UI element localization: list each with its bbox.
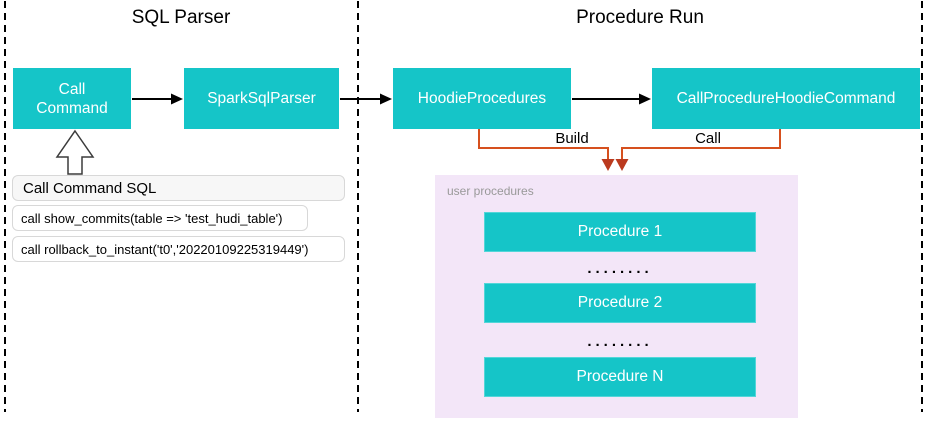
sql-card-header: Call Command SQL [12,175,345,201]
procedure-box: Procedure N [484,357,756,397]
procedure-box: Procedure 1 [484,212,756,252]
arrowhead-icon [639,93,651,105]
user-procedures-panel: user procedures Procedure 1 ........ Pro… [435,175,798,418]
callprocedurehoodiecommand-node: CallProcedureHoodieCommand [652,68,920,129]
callprocedurehoodiecommand-label: CallProcedureHoodieCommand [676,90,896,107]
down-arrowhead-icon [601,159,615,171]
sql-parser-title: SQL Parser [131,7,231,28]
procedure-run-title: Procedure Run [576,7,704,28]
arrow-callcommand-to-sparksqlparser [132,93,183,105]
hoodieprocedures-node: HoodieProcedures [393,68,571,129]
arrow-sparksqlparser-to-hoodieprocedures [340,93,392,105]
arrowhead-icon [380,93,392,105]
arrowhead-icon [171,93,183,105]
procedure-box: Procedure 2 [484,283,756,323]
user-procedures-label: user procedures [447,184,534,198]
up-arrow-icon [55,129,95,175]
hoodieprocedures-label: HoodieProcedures [417,90,547,107]
ellipsis: ........ [587,260,653,277]
sparksqlparser-node: SparkSqlParser [184,68,339,129]
sql-example-row: call show_commits(table => 'test_hudi_ta… [12,205,308,231]
call-edge-label: Call [695,130,721,147]
build-edge-label: Build [555,130,589,147]
ellipsis: ........ [587,333,653,350]
sql-example-row: call rollback_to_instant('t0','202201092… [12,236,345,262]
call-command-line1: Call [58,80,86,98]
down-arrowhead-icon [615,159,629,171]
call-command-line2: Command [36,99,108,117]
sparksqlparser-label: SparkSqlParser [207,90,316,107]
arrow-hoodieprocedures-to-callprocedurehoodiecommand [572,93,651,105]
call-command-node: Call Command [13,68,131,129]
